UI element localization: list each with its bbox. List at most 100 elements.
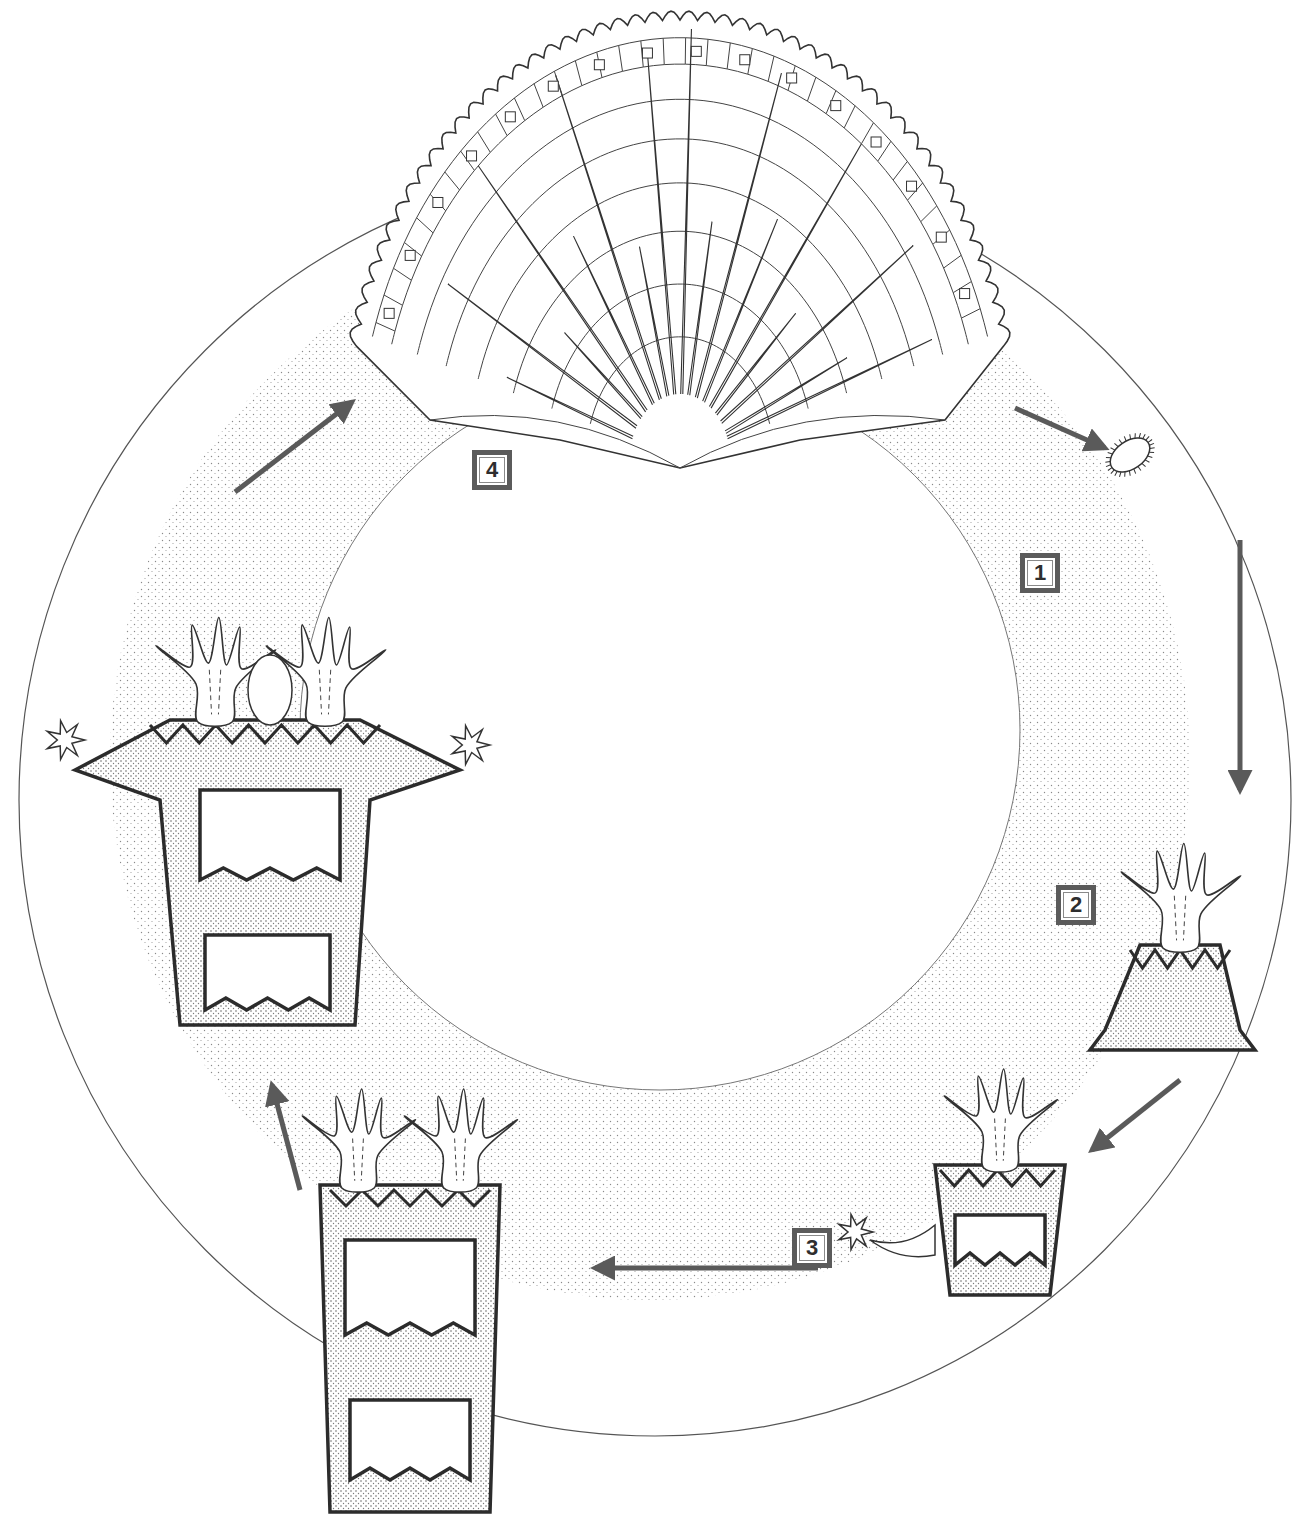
cilium (1114, 471, 1119, 475)
corallite-square (936, 232, 946, 242)
cilium (1137, 433, 1142, 438)
corallite-square (691, 46, 701, 56)
cilium (1110, 470, 1115, 474)
mouth-line (1174, 896, 1176, 941)
cilium (1111, 446, 1115, 451)
skeleton-chamber (350, 1400, 470, 1480)
corallite-square (642, 48, 652, 58)
corallite-square (907, 181, 917, 191)
septum-line (445, 172, 460, 190)
cilium (1106, 455, 1111, 460)
cilium (1149, 442, 1154, 446)
septum-line (727, 43, 730, 69)
growth-arc (446, 139, 914, 366)
corallite-square (831, 101, 841, 111)
polyp-mouth (248, 655, 292, 725)
cycle-arrow (1015, 408, 1105, 448)
mouth-line (463, 1139, 465, 1181)
polyp-crown (404, 1089, 517, 1192)
cycle-arrow (1092, 1080, 1180, 1150)
corallite-square (384, 308, 394, 318)
branch-line (688, 222, 712, 396)
cilium (1114, 443, 1118, 448)
polyp-bud (47, 721, 85, 760)
cilium (1145, 459, 1149, 464)
branch-line (709, 144, 861, 408)
polyp-bud (452, 726, 490, 765)
cycle-arrow (272, 1085, 300, 1190)
cilium (1142, 463, 1146, 468)
skeleton-cup (320, 1185, 500, 1512)
polyp-crown (944, 1069, 1057, 1172)
tentacles (1121, 843, 1241, 952)
callout-number: 4 (486, 459, 498, 481)
septum-line (663, 38, 664, 64)
septum-line (393, 268, 411, 280)
branch-line (725, 358, 847, 434)
septum-line (893, 161, 907, 180)
branch-line (721, 245, 914, 423)
cilium (1118, 472, 1123, 477)
skeleton-chamber (345, 1240, 475, 1335)
callout-box: 4 (472, 450, 512, 490)
callout-number: 2 (1070, 894, 1082, 916)
callout-box: 3 (792, 1228, 832, 1268)
settled-polyp (1090, 843, 1255, 1050)
callout-number: 1 (1034, 562, 1046, 584)
inner-ring-line (300, 370, 1020, 1090)
branch-line (681, 29, 692, 394)
cilium (1123, 436, 1127, 441)
cilium (1148, 440, 1152, 443)
corallite-square (787, 73, 797, 83)
callout-number: 3 (806, 1237, 818, 1259)
cilium (1128, 434, 1132, 439)
mouth-line (1003, 1119, 1005, 1161)
mouth-line (209, 670, 211, 715)
cycle-arrow (1238, 540, 1243, 790)
growth-arc (417, 99, 942, 354)
cilium (1122, 472, 1127, 477)
polyp-bud (839, 1214, 873, 1249)
bud-tissue (870, 1225, 935, 1257)
polyp-crown (1121, 843, 1241, 952)
septum-line (706, 39, 708, 65)
mouth-line (353, 1139, 355, 1181)
corallite-square (405, 250, 415, 260)
septum-line (478, 132, 491, 153)
cilium (1148, 454, 1153, 459)
corallite-square (960, 289, 970, 299)
polyp-crown (302, 1089, 415, 1192)
branch-line (565, 333, 643, 419)
tentacles (404, 1089, 517, 1192)
branch-line (727, 340, 932, 439)
cilium (1108, 468, 1112, 471)
coral-colony (350, 11, 1010, 468)
growth-arc (372, 38, 987, 337)
septum-line (961, 309, 980, 318)
mouth-line (361, 1139, 363, 1181)
septum-line (944, 255, 962, 268)
cilium (1149, 450, 1154, 455)
cilium (1106, 464, 1111, 468)
corallite-square (871, 137, 881, 147)
mouth-line (319, 670, 321, 715)
cilium (1133, 433, 1138, 438)
cilium (1145, 436, 1150, 440)
septum-line (417, 218, 433, 233)
septum-line (933, 230, 950, 244)
callout-box: 1 (1020, 553, 1060, 593)
tentacles (944, 1069, 1057, 1172)
growth-arc (392, 64, 969, 344)
budding-polyp (839, 1069, 1065, 1295)
mouth-line (995, 1119, 997, 1161)
corallite-square (740, 55, 750, 65)
cycle-arrow (595, 1266, 818, 1271)
branch-line (695, 73, 781, 398)
corallite-square (594, 60, 604, 70)
twin-polyps (302, 1089, 517, 1512)
cilium (1119, 439, 1122, 443)
septum-line (807, 77, 815, 101)
septum-line (844, 106, 855, 128)
skeleton-cup (75, 720, 460, 1025)
